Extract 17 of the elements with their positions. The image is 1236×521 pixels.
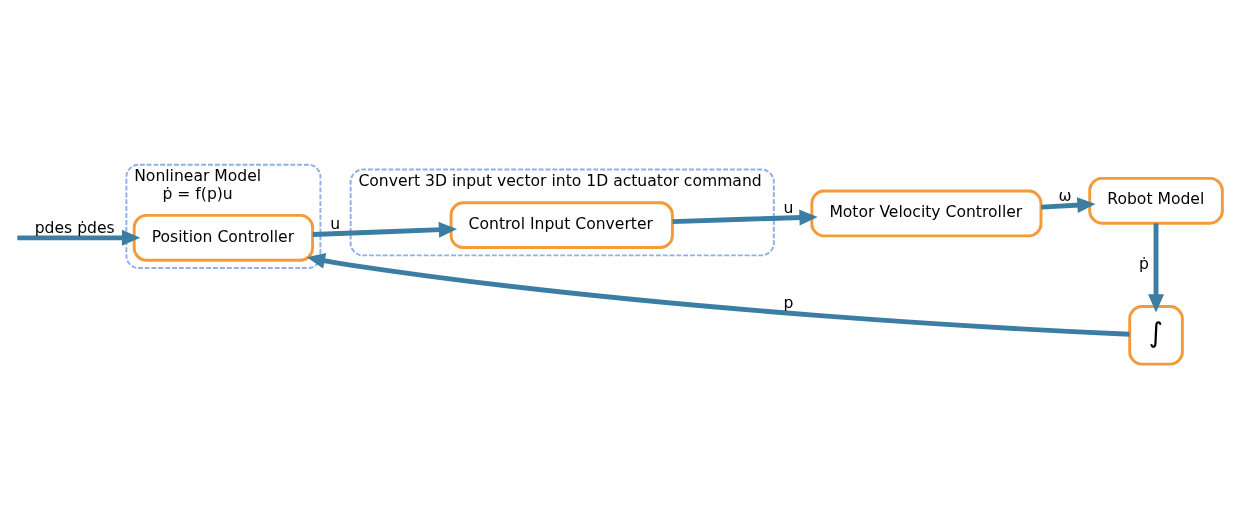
- arrow: [1041, 197, 1096, 214]
- arrow: [672, 209, 818, 226]
- arrow: [306, 252, 1130, 337]
- edge-label: u: [330, 214, 341, 233]
- node-box: Position Controller: [132, 213, 315, 262]
- node-box: Robot Model: [1088, 176, 1224, 225]
- arrow: [1148, 223, 1165, 313]
- node-box: Motor Velocity Controller: [810, 189, 1043, 238]
- edge-label: p: [783, 293, 794, 312]
- node-box: ∫: [1128, 305, 1184, 366]
- arrow: [312, 221, 458, 238]
- edge-label: ṗ: [1138, 254, 1149, 273]
- node-box: Control Input Converter: [449, 201, 674, 250]
- edge-label: pdes ṗdes: [34, 218, 115, 237]
- arrow: [17, 229, 141, 246]
- edge-label: ω: [1058, 186, 1072, 205]
- edge-label: u: [783, 199, 794, 218]
